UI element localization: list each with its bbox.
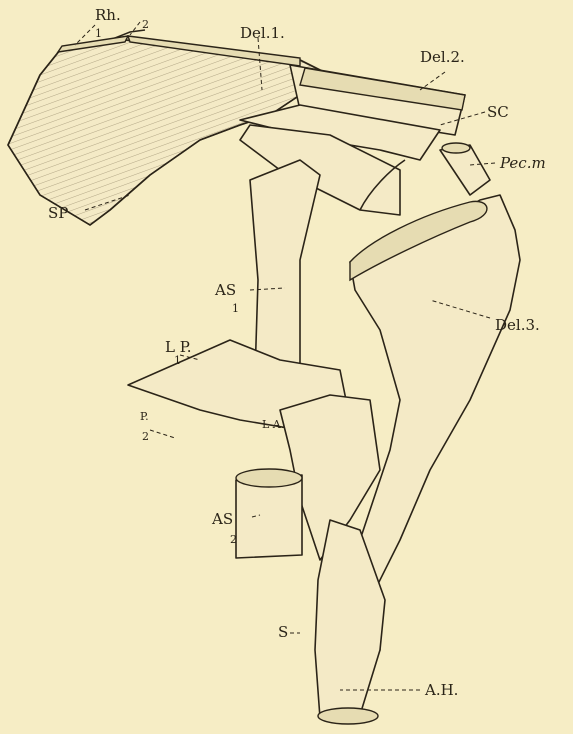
label-del1: Del.1. [240, 24, 285, 42]
pec-m-stump [440, 143, 490, 195]
label-rh-2: 2 [142, 18, 149, 31]
label-rh-1: 1 [95, 27, 102, 40]
label-p2: P. [140, 410, 149, 423]
label-la: L A. [262, 418, 284, 431]
label-ah: A.H. [424, 681, 458, 699]
label-as1-sub: 1 [232, 302, 239, 315]
label-rh: Rh. [95, 6, 121, 24]
label-sp: SP [48, 204, 68, 222]
label-as2-sub: 2 [230, 533, 237, 546]
label-p2-sub: 2 [142, 430, 149, 443]
label-as2: AS [211, 510, 233, 528]
label-as1: AS [214, 281, 236, 299]
label-pec-m: Pec.m [499, 154, 546, 172]
label-lp-sub: 1 [174, 354, 181, 367]
label-s: S [278, 623, 288, 641]
label-sc: SC [487, 103, 509, 121]
as1-muscle [250, 160, 320, 383]
label-del3: Del.3. [495, 316, 540, 334]
label-del2: Del.2. [420, 48, 465, 66]
